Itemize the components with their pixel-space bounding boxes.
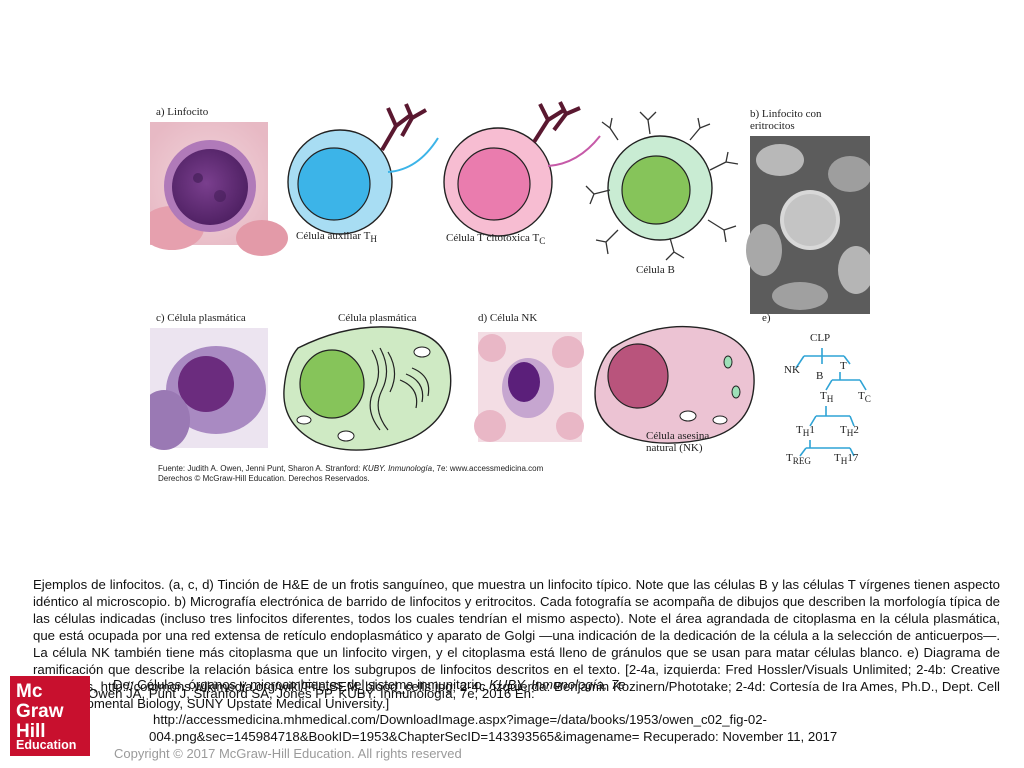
tree-th1: TH1: [796, 424, 815, 438]
tree-th1-num: 1: [809, 424, 815, 436]
figure-source-line1: Fuente: Judith A. Owen, Jenni Punt, Shar…: [158, 464, 543, 474]
source-book: KUBY. Inmunología: [362, 464, 433, 473]
b-cell-drawing: [585, 111, 739, 261]
tree-th1-text: T: [796, 424, 803, 436]
citation-url-line-2[interactable]: 004.png&sec=145984718&BookID=1953&Chapte…: [149, 729, 838, 744]
source-site: , 7e: www.accessmedicina.com: [432, 464, 544, 473]
tree-treg-sub: REG: [792, 456, 812, 467]
lymphocyte-figure: a) Linfocito b) Linfocito con eritrocito…: [138, 100, 874, 490]
label-nk-drawing: Célula asesina natural (NK): [646, 430, 710, 454]
tree-t: T: [840, 360, 847, 372]
logo-line-3: Hill: [16, 721, 46, 742]
lineage-tree-branches: [795, 348, 867, 457]
figure-artwork: [138, 101, 874, 457]
label-helper-t-sub: H: [370, 234, 377, 245]
citation-book: KUBY. Inmunología, 7e: [489, 677, 626, 692]
tree-treg: TREG: [786, 452, 811, 466]
figure-caption: Ejemplos de linfocitos. (a, c, d) Tinció…: [33, 577, 1000, 711]
logo-line-1: Mc: [16, 681, 43, 702]
tree-th17: TH17: [834, 452, 858, 466]
tree-th2-text: T: [840, 424, 847, 436]
label-plasma-drawing: Célula plasmática: [338, 312, 417, 324]
plasma-cell-micrograph: [138, 328, 268, 450]
citation-url-line[interactable]: http://accessmedicina.mhmedical.com/Down…: [153, 712, 767, 727]
tree-tc: TC: [858, 390, 871, 404]
sem-micrograph: [746, 136, 874, 314]
logo-line-2: Graw: [16, 701, 64, 722]
cytotoxic-t-cell-drawing: [443, 101, 601, 237]
tree-th17-text: T: [834, 452, 841, 464]
label-cytotoxic-t-sub: C: [539, 236, 546, 247]
mcgraw-hill-logo: Mc Graw Hill Education: [10, 676, 90, 756]
label-helper-t-text: Célula auxiliar T: [296, 230, 371, 242]
tree-th17-num: 17: [847, 452, 859, 464]
tree-th2-num: 2: [853, 424, 859, 436]
plasma-cell-drawing: [283, 326, 452, 451]
tree-th17-sub: H: [840, 456, 848, 467]
label-helper-t: Célula auxiliar TH: [296, 230, 377, 244]
citation-line-1: De: Células, órganos y microambientes de…: [113, 676, 626, 693]
tree-th2: TH2: [840, 424, 859, 438]
tree-tc-text: T: [858, 390, 865, 402]
logo-line-4: Education: [16, 738, 77, 752]
label-cytotoxic-t: Célula T citotóxica TC: [446, 232, 545, 246]
tree-th1-sub: H: [802, 428, 810, 439]
tree-clp: CLP: [810, 332, 831, 344]
nk-cell-micrograph: [474, 332, 584, 442]
label-e: e): [762, 312, 771, 324]
label-b-cell: Célula B: [636, 264, 675, 276]
tree-b: B: [816, 370, 824, 382]
lymphocyte-micrograph: [140, 122, 288, 256]
nk-cell-drawing: [594, 325, 755, 444]
label-d: d) Célula NK: [478, 312, 538, 324]
tree-th2-sub: H: [846, 428, 854, 439]
citation-chapter: De: Células, órganos y microambientes de…: [113, 677, 490, 692]
label-a: a) Linfocito: [156, 106, 209, 118]
tree-th: TH: [820, 390, 833, 404]
citation-line-2: Citación: Owen JA, Punt J, Stranford SA,…: [33, 686, 535, 701]
tree-treg-text: T: [786, 452, 793, 464]
tree-th-sub: H: [826, 394, 834, 405]
tree-nk: NK: [784, 364, 800, 376]
tree-th-text: T: [820, 390, 827, 402]
copyright-notice: Copyright © 2017 McGraw-Hill Education. …: [114, 746, 462, 761]
figure-source-line2: Derechos © McGraw-Hill Education. Derech…: [158, 474, 370, 483]
label-c: c) Célula plasmática: [156, 312, 246, 324]
tree-tc-sub: C: [864, 394, 871, 405]
figure-source: Fuente: Judith A. Owen, Jenni Punt, Shar…: [158, 464, 543, 484]
source-authors: Fuente: Judith A. Owen, Jenni Punt, Shar…: [158, 464, 363, 473]
label-b: b) Linfocito con eritrocitos: [750, 108, 822, 132]
label-cytotoxic-t-text: Célula T citotóxica T: [446, 232, 540, 244]
helper-t-cell-drawing: [287, 103, 439, 235]
